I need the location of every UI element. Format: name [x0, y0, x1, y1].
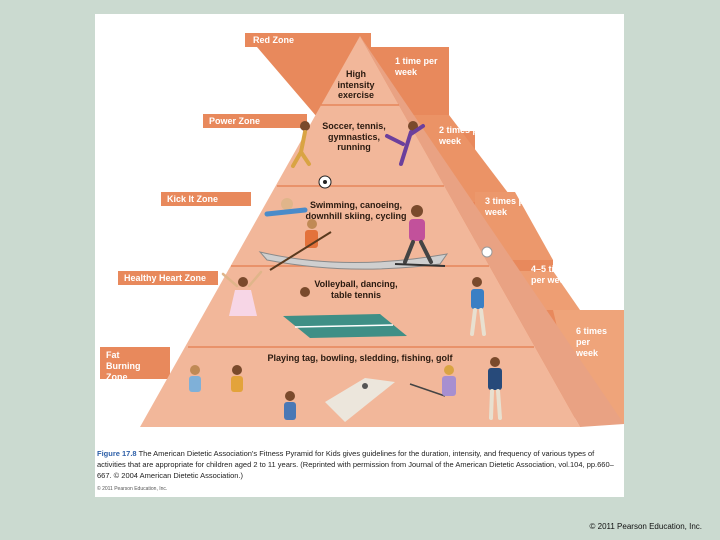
activity-power: Soccer, tennis, gymnastics, running [322, 121, 386, 152]
pyramid-graphic [100, 33, 624, 427]
figure-number: Figure 17.8 [97, 449, 137, 458]
activity-fat: Playing tag, bowling, sledding, fishing,… [267, 353, 453, 363]
tag-players-figures [189, 365, 296, 420]
swimmer-figure [264, 198, 308, 217]
soccer-ball-icon [318, 175, 332, 189]
pyramid-right-face [360, 36, 624, 427]
zone-band-red-tab [245, 33, 371, 47]
zone-label-red: Red Zone [253, 35, 295, 45]
runner-figure [291, 121, 311, 168]
zone-label-fat: Fat Burning Zone [106, 350, 141, 382]
figure-copyright: © 2011 Pearson Education, Inc. [97, 486, 168, 492]
activity-kickit: Swimming, canoeing, downhill skiing, cyc… [305, 200, 407, 221]
frequency-kickit: 3 times per week [485, 196, 533, 217]
zone-band-heart-tab [118, 271, 218, 285]
figure-caption: Figure 17.8 The American Dietetic Associ… [97, 448, 622, 481]
zone-label-heart: Healthy Heart Zone [124, 273, 207, 283]
gymnast-figure [385, 121, 425, 166]
table-tennis-table [283, 287, 407, 338]
zone-band-power-tab [203, 114, 307, 128]
skier-figure [394, 205, 446, 267]
slide-copyright: © 2011 Pearson Education, Inc. [589, 522, 702, 531]
volleyball-player-figure [470, 246, 493, 336]
fitness-pyramid-figure: Red Zone Power Zone Kick It Zone Healthy… [95, 14, 624, 497]
dancer-figure [221, 270, 263, 316]
frequency-heart: 4–5 times per week [531, 264, 573, 285]
frequency-red: 1 time per week [395, 56, 438, 77]
activity-red: High intensity exercise [337, 69, 375, 100]
caption-text: The American Dietetic Association's Fitn… [97, 449, 614, 480]
frequency-fat: 6 times per week [576, 326, 608, 358]
fishing-golf-figures [409, 357, 502, 420]
activity-heart: Volleyball, dancing, table tennis [314, 279, 398, 300]
pyramid-front-face [140, 36, 580, 427]
zone-band-fat-tab [100, 347, 170, 379]
bowling-lane [325, 378, 395, 422]
zone-label-kickit: Kick It Zone [167, 194, 219, 204]
frequency-power: 2 times per week [439, 125, 487, 146]
zone-label-power: Power Zone [209, 116, 261, 126]
zone-band-kickit-tab [161, 192, 251, 206]
zone-band-fat [553, 310, 624, 424]
